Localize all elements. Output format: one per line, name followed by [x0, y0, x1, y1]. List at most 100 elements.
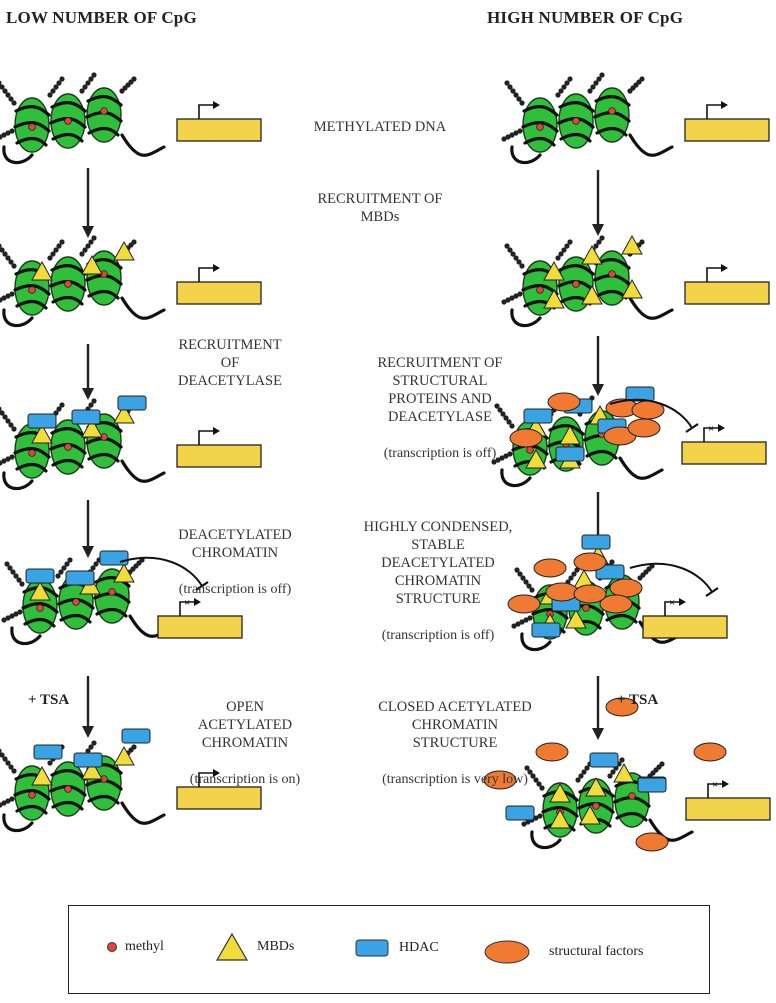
mbd-triangle: [565, 608, 587, 629]
right-free-factors: [483, 697, 727, 852]
mbd-triangle: [559, 424, 581, 445]
mbd-triangle: [81, 254, 103, 275]
mbd-triangle: [543, 260, 565, 281]
hdac-box: [25, 568, 55, 584]
promoter-arrow: [664, 601, 679, 616]
cpg-bead: [0, 748, 2, 754]
cpg-bead: [503, 453, 509, 459]
promoter-arrowhead: [721, 101, 728, 109]
structural-factor: [573, 552, 607, 572]
cpg-bead: [584, 765, 590, 771]
mbd-triangle: [579, 804, 601, 825]
label-open-acetylated-note: (transcription is on): [189, 772, 301, 787]
promoter-arrowhead: [721, 264, 728, 272]
hdac-box: [555, 446, 585, 462]
dna-wrap: [521, 105, 559, 147]
cpg-bead: [515, 621, 521, 627]
methyl-mark: [28, 449, 36, 457]
cpg-bead: [8, 96, 14, 102]
cpg-bead: [619, 757, 625, 763]
cpg-bead: [558, 251, 564, 257]
cpg-bead: [506, 419, 512, 425]
cpg-bead: [536, 781, 542, 787]
cpg-bead: [47, 255, 53, 261]
structural-factor: [535, 742, 569, 762]
cpg-bead: [17, 609, 23, 615]
label-recruitment-mbds: RECRUITMENT OF MBDs: [317, 191, 443, 225]
repression-line: [609, 398, 693, 429]
cpg-bead: [16, 577, 22, 583]
cpg-bead: [501, 299, 507, 305]
cpg-bead: [5, 456, 11, 462]
arrow-head: [592, 224, 604, 236]
legend-label-mbds: MBDs: [257, 939, 295, 954]
mbd-triangle: [581, 244, 603, 265]
gene-box: [642, 615, 728, 639]
label-recruitment-structural: RECRUITMENT OF STRUCTURAL PROTEINS AND D…: [377, 355, 503, 425]
hdac-box: [531, 622, 561, 638]
legend-item-hdac: HDAC: [355, 939, 439, 957]
mbd-triangle: [31, 765, 53, 786]
hdac-box: [595, 564, 625, 580]
cpg-bead: [501, 136, 507, 142]
gene-box: [176, 444, 262, 468]
cpg-bead: [499, 455, 505, 461]
cpg-bead: [510, 88, 516, 94]
repression-bar: [685, 423, 699, 433]
mbd-triangle: [613, 762, 635, 783]
cpg-bead: [5, 760, 11, 766]
off-mark: ×: [669, 597, 675, 609]
arrow-head: [82, 226, 94, 238]
cpg-bead: [88, 76, 94, 82]
cpg-bead: [85, 243, 91, 249]
mbd-triangle: [585, 776, 607, 797]
cpg-bead: [79, 88, 85, 94]
tsa-label-left: + TSA: [28, 692, 70, 708]
gene-box: [176, 786, 262, 810]
cpg-bead: [567, 76, 573, 82]
cpg-bead: [56, 406, 62, 412]
hdac-box: [581, 534, 611, 550]
cpg-bead: [1, 800, 7, 806]
cpg-bead: [13, 611, 19, 617]
cpg-bead: [513, 92, 519, 98]
promoter-arrowhead: [213, 264, 220, 272]
cpg-bead: [5, 92, 11, 98]
cpg-bead: [59, 239, 65, 245]
cpg-bead: [571, 571, 577, 577]
cpg-bead: [2, 251, 8, 257]
promoter-arrowhead: [718, 424, 725, 432]
label-deacetylated-chromatin: DEACETYLATED CHROMATIN: [178, 527, 292, 561]
right-stage-methylated: [501, 72, 770, 165]
cpg-bead: [2, 756, 8, 762]
structural-factor: [545, 582, 579, 602]
cpg-bead: [61, 565, 67, 571]
promoter-arrow: [703, 427, 718, 442]
promoter-arrow: [198, 267, 213, 282]
cpg-bead: [504, 243, 510, 249]
mbd-triangle: [621, 278, 643, 299]
cpg-bead: [0, 80, 2, 86]
cpg-bead: [555, 255, 561, 261]
cpg-bead: [507, 247, 513, 253]
cpg-bead: [56, 80, 62, 86]
methyl-mark: [64, 785, 72, 793]
cpg-bead: [67, 557, 73, 563]
hdac-box: [117, 395, 147, 411]
cpg-bead: [599, 72, 605, 78]
cpg-bead: [9, 796, 15, 802]
cpg-bead: [55, 573, 61, 579]
methyl-mark: [36, 604, 44, 612]
cpg-bead: [131, 76, 137, 82]
methyl-mark: [572, 280, 580, 288]
cpg-bead: [7, 565, 13, 571]
cpg-bead: [90, 565, 96, 571]
cpg-bead: [53, 247, 59, 253]
cpg-bead: [0, 297, 3, 303]
mbd-triangle: [113, 403, 135, 424]
promoter-arrow: [179, 601, 194, 616]
right-arrow-2: [592, 336, 604, 396]
dna-wrap: [13, 105, 51, 147]
linker-dna: [2, 801, 166, 833]
